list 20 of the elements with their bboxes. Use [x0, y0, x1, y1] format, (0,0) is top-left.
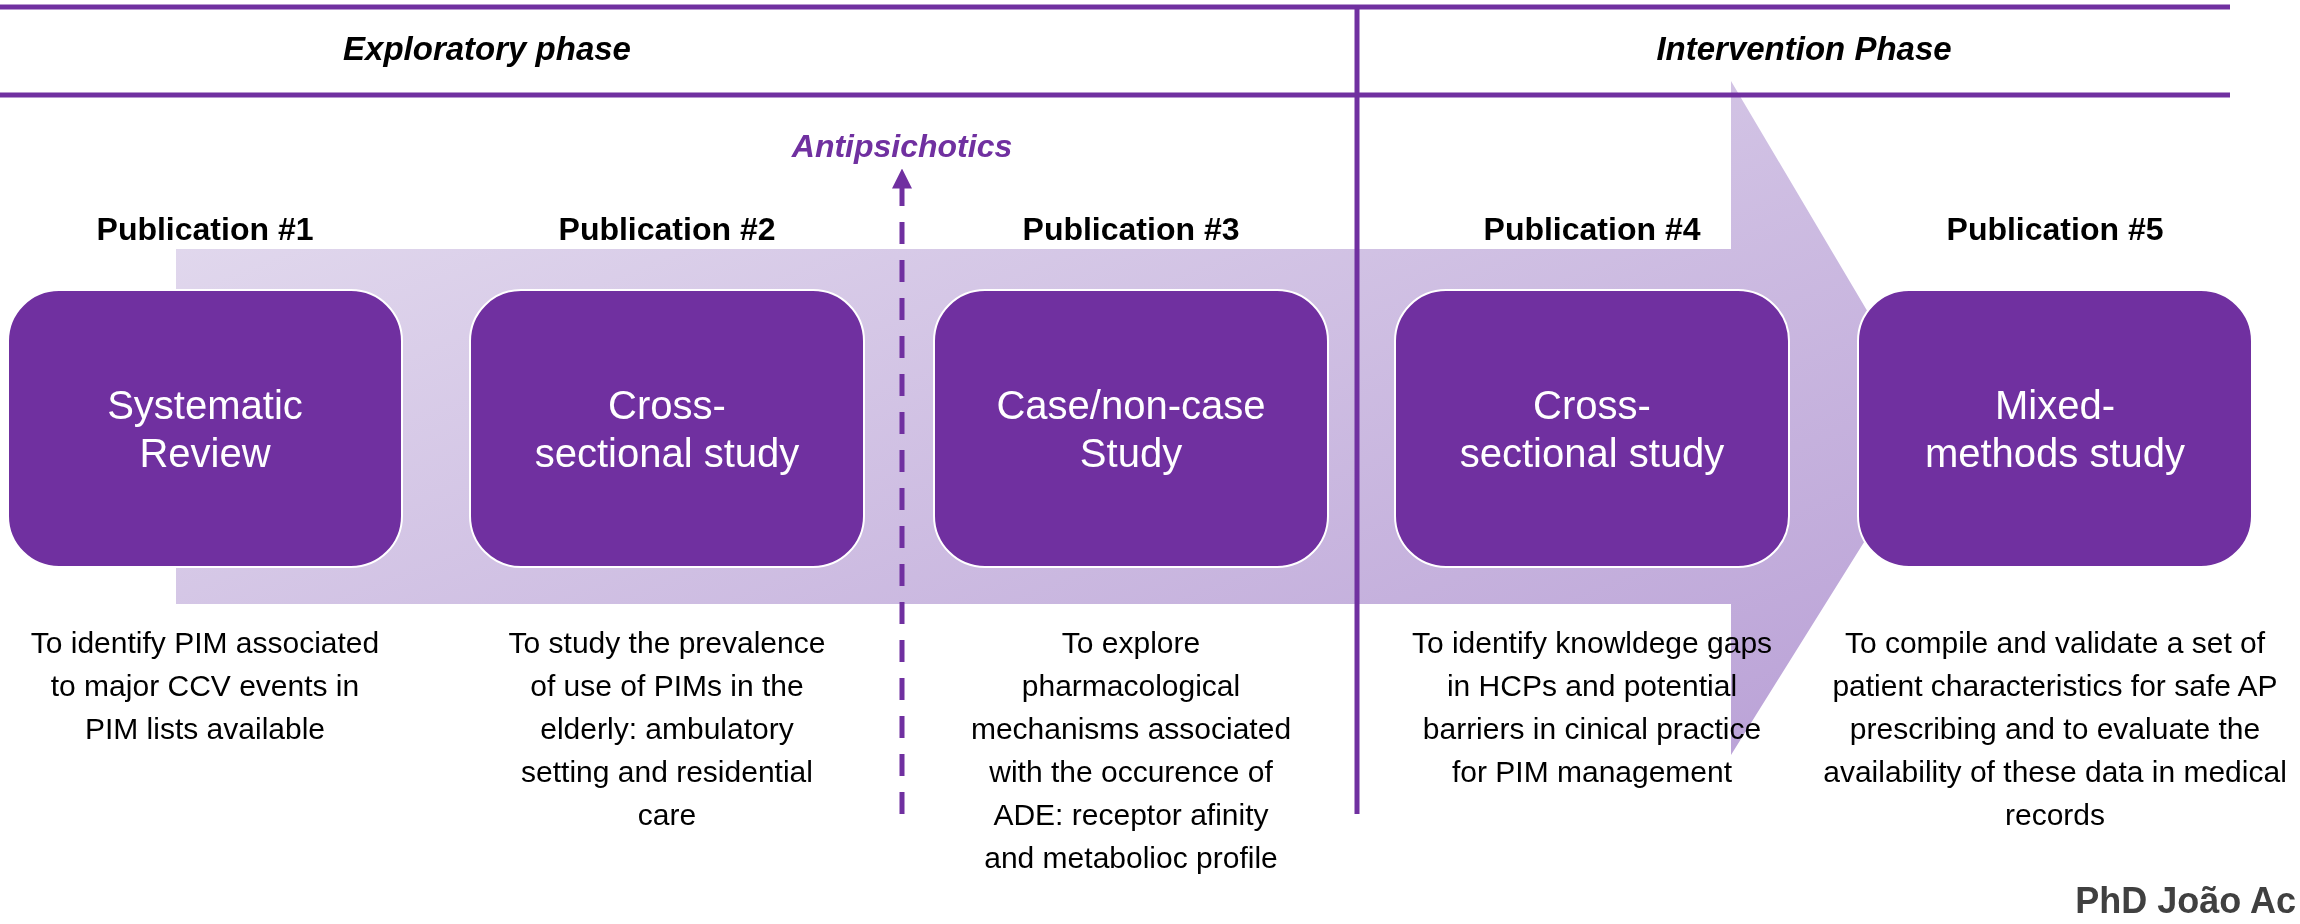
- study-box: Case/non-case Study: [933, 289, 1329, 568]
- phase-heading: Exploratory phase: [343, 30, 631, 68]
- publication-heading: Publication #4: [1482, 211, 1702, 248]
- study-box: Cross-sectional study: [1394, 289, 1790, 568]
- study-box: Systematic Review: [7, 289, 403, 568]
- publication-heading: Publication #5: [1945, 211, 2165, 248]
- objective-text: To explore pharmacological mechanisms associated with the occurence of ADE: receptor afinity and metabolioc profile: [969, 625, 1293, 876]
- objective-text: To compile and validate a set of patient characteristics for safe AP prescribing and to evaluate the availability of these data in medical records: [1822, 625, 2288, 833]
- phase-heading: Intervention Phase: [1656, 30, 1952, 68]
- objective-text: To study the prevalence of use of PIMs in the elderly: ambulatory setting and residential care: [507, 625, 827, 833]
- objective-text: To identify knowldege gaps in HCPs and potential barriers in cinical practice for PIM management: [1410, 625, 1774, 790]
- publication-heading: Publication #1: [95, 211, 315, 248]
- author-credit: PhD João Ac: [2075, 880, 2296, 922]
- study-box: Cross-sectional study: [469, 289, 865, 568]
- objective-text: To identify PIM associated to major CCV events in PIM lists available: [30, 625, 380, 747]
- dashed-arrow: [892, 168, 912, 814]
- publication-heading: Publication #2: [557, 211, 777, 248]
- publication-heading: Publication #3: [1021, 211, 1241, 248]
- topic-label: Antipsichotics: [791, 128, 1013, 165]
- study-box: Mixed-methods study: [1857, 289, 2253, 568]
